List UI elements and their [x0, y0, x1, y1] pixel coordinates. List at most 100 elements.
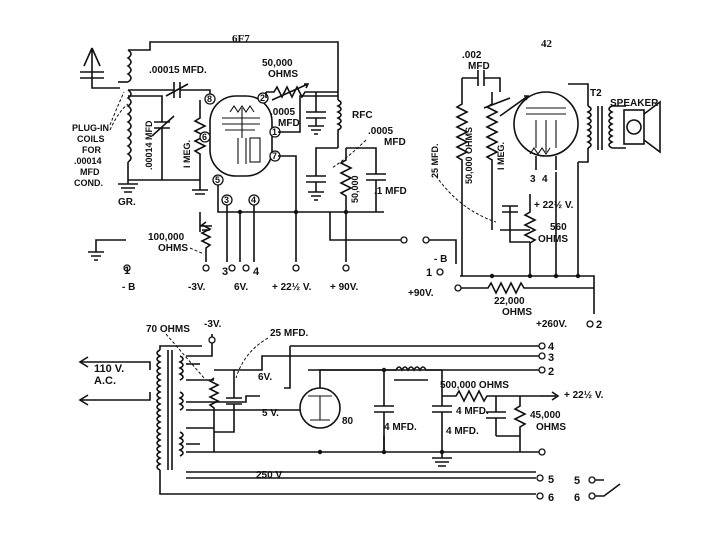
label-r-22000-value: 22,000 [494, 296, 525, 307]
resistor-1meg-right [483, 92, 511, 230]
label-c-4mfd-b: 4 MFD. [446, 426, 479, 437]
pin-4: 4 [251, 195, 256, 205]
label-110v: 110 V. [94, 363, 124, 375]
bus-terminal-4: 4 [548, 341, 555, 353]
label-v22-bottom: + 22½ V. [564, 390, 604, 401]
plugin-line-2: COILS [77, 134, 105, 144]
label-r-45000-value: 45,000 [530, 410, 561, 421]
plug-in-coil [118, 41, 339, 180]
resistor-50000-top [265, 83, 338, 101]
capacitor-4mfd-a [374, 370, 394, 452]
pin-6: 6 [202, 132, 207, 142]
capacitor-4mfd-c [486, 396, 506, 436]
label-v22-right: + 22½ V. [534, 200, 574, 211]
label-c-4mfd-c: 4 MFD. [456, 406, 489, 417]
capacitor-0005-left [306, 92, 326, 135]
capacitor-00015 [128, 82, 211, 100]
terminal-260v: +260V. [536, 319, 567, 330]
terminal-right-90: +90V. [408, 288, 434, 299]
label-gr: GR. [118, 197, 136, 208]
pin-3: 3 [224, 195, 229, 205]
label-r-560-unit: OHMS [538, 234, 568, 245]
label-r-50000-top-unit: OHMS [268, 69, 298, 80]
bus-terminal-6: 6 [548, 492, 554, 504]
tube-label-42: 42 [541, 38, 553, 50]
tube-42 [499, 91, 579, 170]
resistor-100000 [200, 221, 212, 262]
tube-label-6f7: 6F7 [232, 33, 250, 45]
bus-terminal-5: 5 [548, 474, 554, 486]
label-c-0005-right-value: .0005 [368, 126, 393, 137]
label-speaker: SPEAKER [610, 98, 659, 109]
bus-terminals [536, 342, 546, 500]
resistor-560 [523, 194, 537, 260]
antenna-icon [80, 47, 120, 89]
pin-8: 8 [207, 94, 212, 104]
terminal-6v: 6V. [234, 282, 248, 293]
label-c-1mfd: .1 MFD [374, 186, 407, 197]
ground-left-icon [88, 239, 126, 261]
capacitor-1mfd [346, 147, 386, 212]
label-r-50000-top-value: 50,000 [262, 58, 293, 69]
label-rfc: RFC [352, 110, 373, 121]
terminal-4: 4 [253, 266, 260, 278]
speaker-icon [623, 100, 661, 154]
terminal-2-bottom: 2 [596, 319, 602, 331]
label-r-500000: 500,000 OHMS [440, 380, 509, 391]
terminal-row-top-left [123, 264, 350, 272]
capacitor-25-right [500, 205, 530, 243]
label-v6-bottom: 6V. [258, 372, 272, 383]
label-r-70: 70 OHMS [146, 324, 190, 335]
pin-8-marker [204, 93, 216, 105]
terminal-right-one: 1 [426, 267, 432, 279]
pin-7: 7 [272, 151, 277, 161]
capacitor-4mfd-b [432, 370, 452, 452]
label-c-002-value: .002 [462, 50, 482, 61]
label-r-50000-mid: 50,000 [350, 175, 360, 203]
label-v250: 250 V [256, 470, 282, 481]
label-c-0005-right-unit: MFD [384, 137, 406, 148]
terminal-left-one: 1 [124, 265, 130, 277]
terminal-right-neg-b: - B [434, 254, 447, 265]
label-v-neg3-bottom: -3V. [204, 319, 222, 330]
terminal-link-left [400, 236, 408, 244]
plugin-line-4: .00014 [74, 156, 102, 166]
label-ac: A.C. [94, 375, 116, 387]
variable-capacitor-00014 [128, 95, 175, 180]
pin-5: 5 [215, 175, 220, 185]
label-tube-80: 80 [342, 416, 354, 427]
label-r-22000-unit: OHMS [502, 307, 532, 318]
resistor-50000-mid [339, 148, 353, 210]
pin-1: 1 [272, 127, 277, 137]
plugin-line-5: MFD [80, 167, 100, 177]
power-transformer [156, 345, 536, 495]
label-c-25-right: 25 MFD. [430, 143, 440, 178]
terminal-3: 3 [222, 266, 228, 278]
resistor-500000 [442, 389, 540, 403]
label-c-0005-left-value: .0005 [270, 107, 295, 118]
terminal-22v: + 22½ V. [272, 282, 312, 293]
bus-terminal-3: 3 [548, 352, 554, 364]
socket-4: 4 [542, 174, 548, 185]
terminal-260-marker [586, 320, 594, 328]
switch-terminal-6: 6 [574, 492, 580, 504]
terminal-link-right [422, 236, 430, 244]
filter-choke [340, 366, 442, 381]
label-c-002-unit: MFD [468, 61, 490, 72]
label-c-00014: .00014 MFD [144, 120, 154, 170]
label-r-50000-right: 50,000 OHMS [464, 127, 474, 184]
transformer-t2 [568, 83, 626, 163]
bus-terminal-2: 2 [548, 366, 554, 378]
ground-gr-icon [118, 179, 200, 193]
label-v5: 5 V. [262, 408, 279, 419]
pin-2: 2 [260, 93, 265, 103]
plugin-line-6: COND. [74, 178, 103, 188]
label-c-4mfd-a: 4 MFD. [384, 422, 417, 433]
tube-6f7 [209, 95, 273, 177]
resistor-50000-right [455, 92, 469, 276]
terminal-neg3: -3V. [188, 282, 206, 293]
plugin-line-1: PLUG-IN [72, 123, 109, 133]
plugin-line-3: FOR [82, 145, 101, 155]
label-c-0005-left-unit: MFD [278, 118, 300, 129]
